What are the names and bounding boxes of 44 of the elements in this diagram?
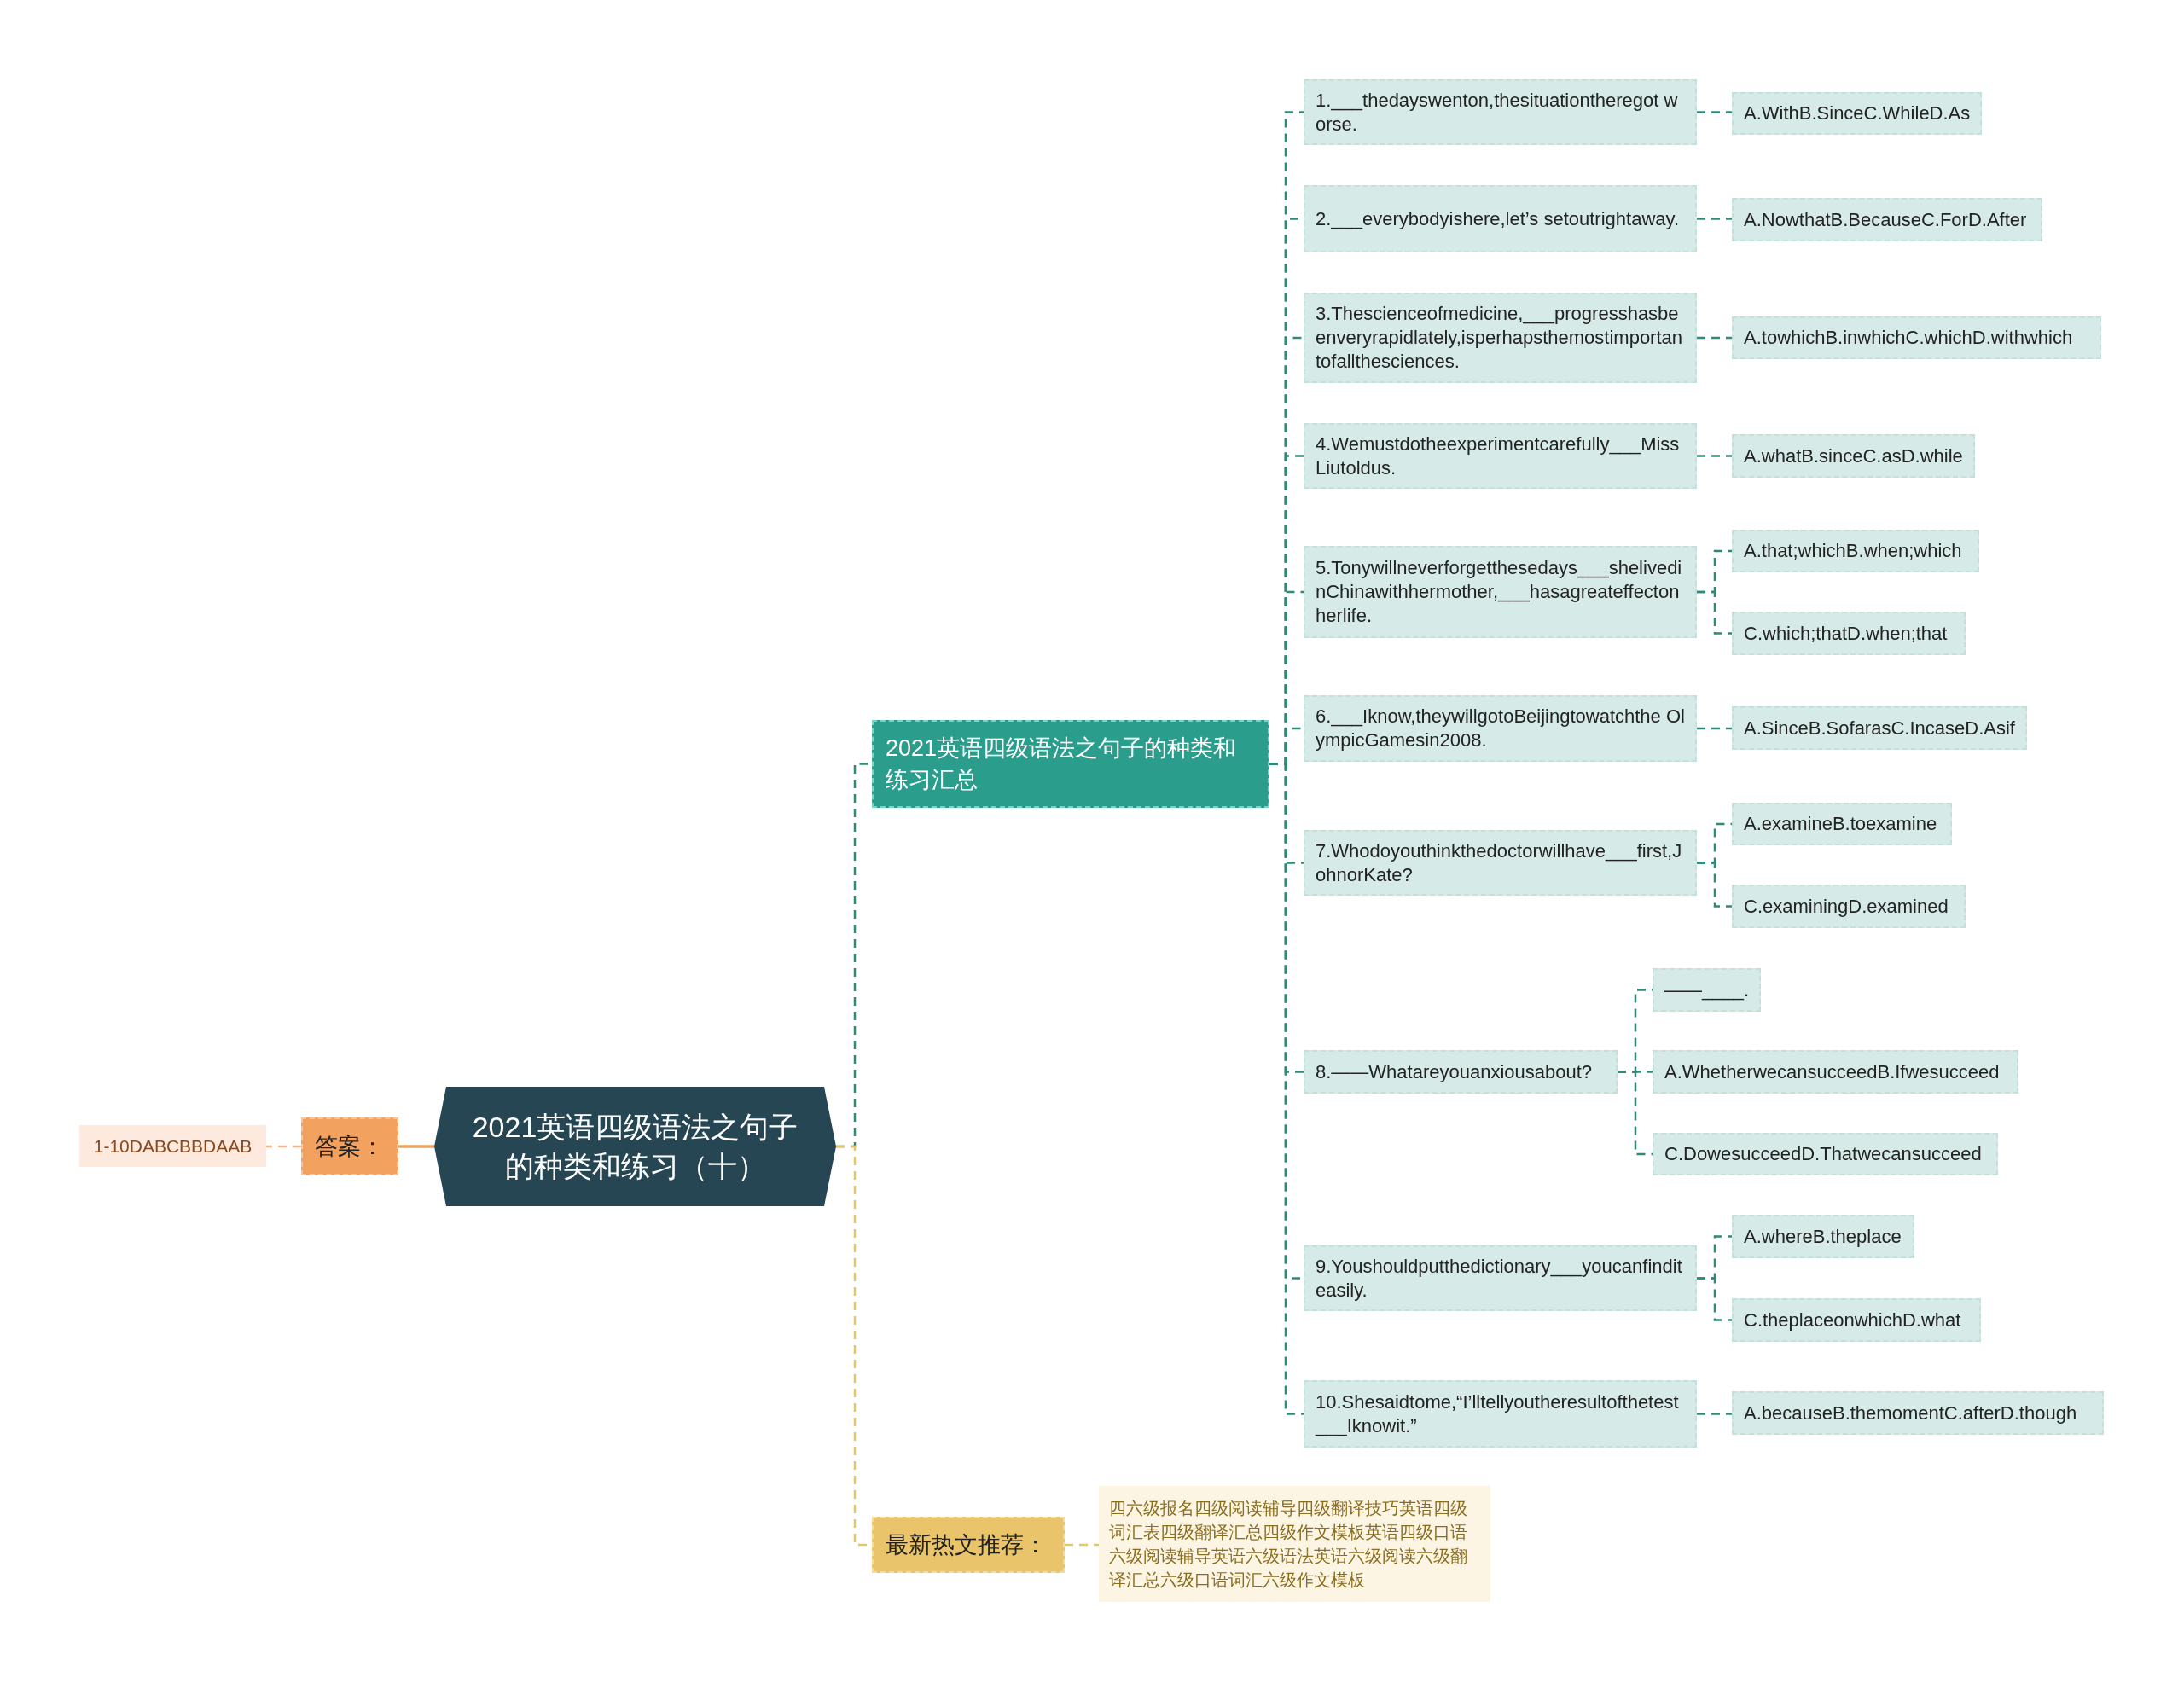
connector-line (398, 1145, 434, 1148)
connector-line (1697, 218, 1732, 220)
question-box: 4.Wemustdotheexperimentcarefully___MissLiutoldus. (1304, 423, 1697, 489)
option-box: A.WithB.SinceC.WhileD.As (1732, 92, 1983, 135)
option-box: A.whereB.theplace (1732, 1215, 1914, 1258)
question-box: 8.——Whatareyouanxiousabout? (1304, 1050, 1618, 1094)
option-box: A.examineB.toexamine (1732, 803, 1952, 845)
connector-line (1697, 336, 1732, 340)
connector-line (1697, 111, 1732, 113)
option-box: A.NowthatB.BecauseC.ForD.After (1732, 198, 2042, 241)
answer-heading-box: 答案： (301, 1117, 398, 1175)
option-box: A.becauseB.themomentC.afterD.though (1732, 1391, 2104, 1435)
question-box: 3.Thescienceofmedicine,___progresshasbeenveryrapidlately,isperhapsthemostimportantofallthesciences. (1304, 293, 1697, 383)
question-box: 2.___everybodyishere,let’s setoutrightaway. (1304, 185, 1697, 252)
connector-line (1697, 1413, 1732, 1415)
central-topic-hexagon: 2021英语四级语法之句子的种类和练习（十） (434, 1087, 836, 1206)
question-box: 5.Tonywillneverforgetthesedays___shelivedinChinawithhermother,___hasagreateffectonherlife. (1304, 546, 1697, 638)
option-box: A.towhichB.inwhichC.whichD.withwhich (1732, 316, 2101, 359)
connector-line (1618, 1071, 1653, 1156)
option-box: ——____. (1653, 968, 1762, 1012)
option-box: A.whatB.sinceC.asD.while (1732, 434, 1975, 478)
answer-key-box: 1-10DABCBBDAAB (79, 1125, 266, 1167)
question-box: 9.Youshouldputthedictionary___youcanfinditeasily. (1304, 1245, 1697, 1311)
option-box: A.WhetherwecansucceedB.Ifwesucceed (1653, 1050, 2018, 1094)
question-box: 1.___thedayswenton,thesituationtheregot worse. (1304, 79, 1697, 145)
question-box: 6.___Iknow,theywillgotoBeijingtowatchthe OlympicGamesin2008. (1304, 695, 1697, 762)
question-box: 7.Whodoyouthinkthedoctorwillhave___first,JohnorKate? (1304, 830, 1697, 896)
connector-line (1065, 1543, 1099, 1547)
recommend-text-box: 四六级报名四级阅读辅导四级翻译技巧英语四级词汇表四级翻译汇总四级作文模板英语四级口语六级阅读辅导英语六级语法英语六级阅读六级翻译汇总六级口语词汇六级作文模板 (1099, 1486, 1490, 1602)
option-box: C.theplaceonwhichD.what (1732, 1298, 1981, 1342)
connector-line (1697, 455, 1732, 457)
option-box: A.that;whichB.when;which (1732, 530, 1979, 572)
connector-line (1697, 862, 1732, 908)
recommend-heading-box: 最新热文推荐： (872, 1517, 1065, 1573)
option-box: C.which;thatD.when;that (1732, 612, 1966, 655)
option-box: A.SinceB.SofarasC.IncaseD.Asif (1732, 706, 2027, 750)
option-box: C.examiningD.examined (1732, 885, 1966, 928)
connector-line (1697, 727, 1732, 730)
connector-line (266, 1145, 301, 1148)
connector-line (1697, 590, 1732, 635)
connector-line (1697, 1277, 1732, 1321)
topic-box: 2021英语四级语法之句子的种类和练习汇总 (872, 720, 1269, 808)
question-box: 10.Shesaidtome,“I’lltellyoutheresultofthetest___Iknowit.” (1304, 1380, 1697, 1448)
option-box: C.DowesucceedD.Thatwecansucceed (1653, 1133, 1998, 1175)
